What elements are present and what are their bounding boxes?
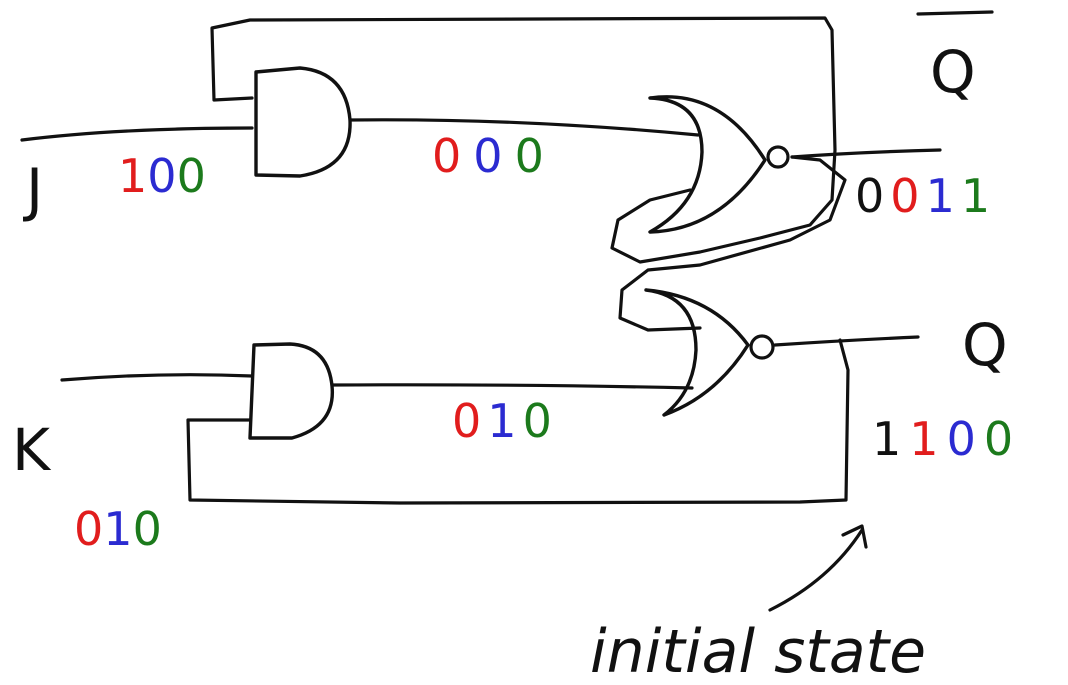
- and-top-output-bits: 000: [432, 129, 556, 183]
- q-bar-output-bits: 0011: [855, 169, 996, 223]
- q-bar-label: Q: [930, 38, 976, 106]
- bit-value: 0: [523, 394, 558, 448]
- cross-wire-top-to-bottom: [618, 155, 847, 332]
- bit-value: 0: [177, 149, 206, 203]
- bit-value: 0: [984, 412, 1021, 466]
- bit-value: 0: [74, 502, 103, 556]
- and-gate-top: [254, 66, 352, 178]
- bit-value: 1: [961, 169, 996, 223]
- bit-value: 1: [103, 502, 132, 556]
- feedback-wire-bottom: [186, 338, 850, 505]
- initial-state-arrowhead: [841, 524, 868, 549]
- bit-value: 1: [872, 412, 909, 466]
- bit-value: 1: [926, 169, 961, 223]
- k-input-wire: [60, 373, 254, 382]
- nor-gate-top: [648, 95, 767, 234]
- j-input-bits: 100: [118, 149, 206, 203]
- bit-value: 0: [147, 149, 176, 203]
- nor-gate-bottom: [644, 288, 750, 417]
- and-bottom-output-wire: [330, 383, 694, 390]
- k-label: K: [12, 416, 52, 484]
- bit-value: 0: [855, 169, 890, 223]
- q-output-bits: 1100: [872, 412, 1021, 466]
- nor-top-inversion-bubble: [766, 145, 790, 169]
- bit-value: 0: [452, 394, 487, 448]
- initial-state-arrow: [768, 528, 864, 612]
- feedback-wire-top: [210, 16, 837, 264]
- bit-value: 0: [473, 129, 514, 183]
- bit-value: 0: [947, 412, 984, 466]
- initial-state-annotation: initial state: [590, 617, 926, 685]
- bit-value: 1: [487, 394, 522, 448]
- bit-value: 0: [890, 169, 925, 223]
- nor-bottom-inversion-bubble: [749, 334, 775, 360]
- q-output-wire: [773, 335, 920, 347]
- q-bar-overline: [916, 10, 994, 16]
- j-input-wire: [20, 126, 254, 142]
- bit-value: 0: [133, 502, 162, 556]
- bit-value: 0: [432, 129, 473, 183]
- j-label: J: [23, 156, 43, 224]
- q-label: Q: [962, 311, 1008, 379]
- bit-value: 1: [118, 149, 147, 203]
- and-top-output-wire: [348, 118, 700, 137]
- bit-value: 1: [909, 412, 946, 466]
- and-bottom-output-bits: 010: [452, 394, 558, 448]
- bit-value: 0: [515, 129, 556, 183]
- q-bar-output-wire: [790, 148, 942, 159]
- and-gate-bottom: [248, 342, 334, 440]
- k-input-bits: 010: [74, 502, 162, 556]
